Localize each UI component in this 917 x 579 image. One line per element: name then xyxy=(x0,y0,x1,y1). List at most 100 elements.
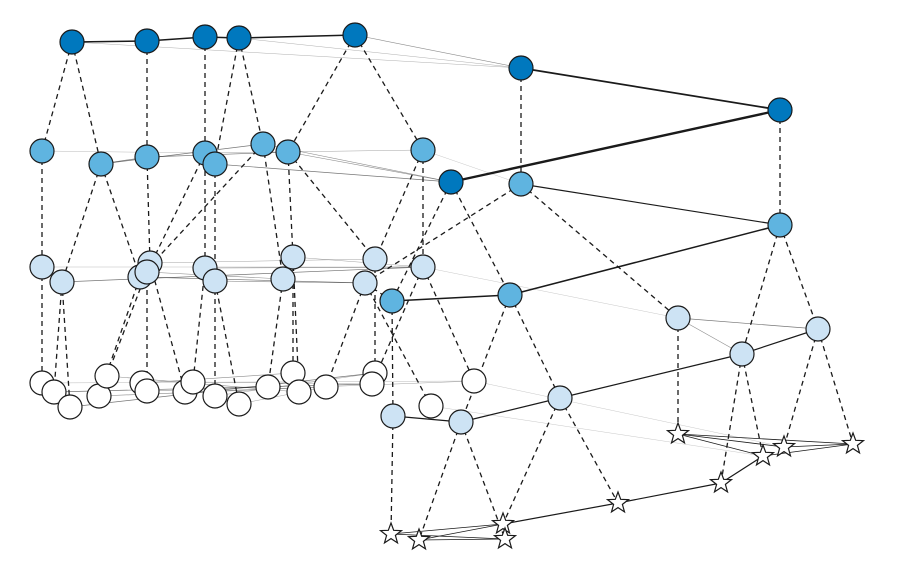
leaf-star-node xyxy=(406,527,432,551)
level0-node xyxy=(59,29,85,55)
level0-node xyxy=(226,25,252,51)
edge-d10-d14 xyxy=(238,386,327,405)
dashed-edge-a4-b6 xyxy=(287,34,356,153)
level1-node xyxy=(250,131,276,157)
edge-c5-c11 xyxy=(204,266,424,269)
level2-node xyxy=(665,305,691,331)
level2-node xyxy=(547,385,573,411)
edge-b1-b5 xyxy=(100,143,264,165)
dashed-edge-a4-b7 xyxy=(354,34,424,151)
dashed-edge-c3-d7 xyxy=(149,262,186,393)
edge-d8-d16 xyxy=(192,381,373,385)
dashed-edge-c11-d17 xyxy=(422,266,475,382)
level3-node xyxy=(57,394,83,420)
level3-node xyxy=(202,383,228,409)
level0-node xyxy=(342,22,368,48)
level3-node xyxy=(359,371,385,397)
level2-node xyxy=(49,269,75,295)
dashed-edge-a7-b10 xyxy=(391,181,452,302)
dashed-edge-a3-b4 xyxy=(214,37,240,165)
dashed-edge-b3-c4 xyxy=(146,152,206,273)
level3-node xyxy=(180,369,206,395)
edge-b7-b8 xyxy=(422,149,522,185)
nodes xyxy=(29,22,866,551)
level1-node xyxy=(379,288,405,314)
level0-node xyxy=(508,55,534,81)
edge-s0-s1 xyxy=(677,433,764,457)
edge-s0-s3 xyxy=(677,433,854,445)
level2-node xyxy=(270,266,296,292)
leaf-star-node xyxy=(665,421,691,445)
dashed-edge-c11-d16 xyxy=(371,266,424,385)
edge-a6-a7 xyxy=(450,108,781,184)
edge-d17-s2 xyxy=(473,380,785,448)
dashed-edges xyxy=(41,34,854,541)
level3-node xyxy=(94,363,120,389)
edge-b6-a7 xyxy=(287,151,452,183)
level3-node xyxy=(41,379,67,405)
dashed-edge-b10-c16 xyxy=(391,300,394,417)
level2-node xyxy=(448,409,474,435)
level1-node xyxy=(497,282,523,308)
level1-node xyxy=(508,171,534,197)
edge-s6-s8 xyxy=(390,523,504,535)
level2-node xyxy=(202,268,228,294)
level1-node xyxy=(88,151,114,177)
level0-node xyxy=(767,97,793,123)
dashed-edge-b9-c14 xyxy=(779,224,819,330)
level1-node xyxy=(275,139,301,165)
dashed-edge-c1-d2 xyxy=(61,281,71,408)
dashed-edge-a0-b0 xyxy=(41,41,73,152)
dashed-edge-c14-s3 xyxy=(817,328,854,445)
edge-c14-c13 xyxy=(741,328,819,355)
leaf-star-node xyxy=(492,526,518,550)
level2-node xyxy=(29,254,55,280)
level3-node xyxy=(418,393,444,419)
leaf-star-node xyxy=(378,521,404,545)
edge-c13-c15 xyxy=(559,353,743,399)
dashed-edge-c1-d1 xyxy=(53,281,63,393)
dashed-edge-c2-d3 xyxy=(98,276,141,397)
leaf-star-node xyxy=(490,511,516,535)
level2-node xyxy=(362,246,388,272)
edge-s2-s3 xyxy=(783,443,854,448)
leaf-star-node xyxy=(771,434,797,458)
level2-node xyxy=(280,244,306,270)
level3-node xyxy=(313,374,339,400)
edge-c3-c9 xyxy=(149,258,376,264)
edge-b8-b9 xyxy=(520,183,781,226)
edge-s6-s9 xyxy=(390,533,506,540)
dashed-edge-c13-s4 xyxy=(720,353,743,484)
edge-s7-s9 xyxy=(418,538,506,541)
dashed-edge-b9-c13 xyxy=(741,224,781,355)
level3-node xyxy=(134,378,160,404)
level3-node xyxy=(255,374,281,400)
dashed-edge-c6-d10 xyxy=(214,280,240,405)
level2-node xyxy=(410,254,436,280)
edge-s5-s8 xyxy=(502,502,619,525)
edge-s1-s4 xyxy=(720,455,764,484)
level2-node xyxy=(380,403,406,429)
edge-b3-b7 xyxy=(204,149,424,154)
edge-d18-s1 xyxy=(430,405,764,457)
dashed-edge-c10-d14 xyxy=(325,282,366,388)
dashed-edge-c13-s1 xyxy=(741,353,764,457)
edge-c11-c12 xyxy=(422,266,679,319)
level0-node xyxy=(438,169,464,195)
level3-node xyxy=(461,368,487,394)
leaf-star-node xyxy=(708,470,734,494)
dashed-edge-b8-c10 xyxy=(364,183,522,284)
level2-node xyxy=(729,341,755,367)
leaf-star-node xyxy=(840,431,866,455)
edge-c15-c17 xyxy=(460,397,561,423)
leaf-star-node xyxy=(750,443,776,467)
dashed-edge-a3-b5 xyxy=(238,37,264,145)
dashed-edge-b6-c9 xyxy=(287,151,376,260)
level1-node xyxy=(410,137,436,163)
level3-node xyxy=(286,379,312,405)
leaf-star-node xyxy=(605,490,631,514)
dashed-edge-c15-s8 xyxy=(502,397,561,525)
edge-a4-a5 xyxy=(354,34,522,69)
dashed-edge-c17-s9 xyxy=(460,421,506,540)
